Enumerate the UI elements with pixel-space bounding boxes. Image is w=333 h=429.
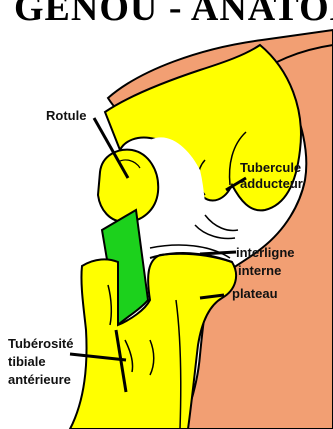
label-tubercule: Tubercule [240, 160, 301, 176]
label-plateau: plateau [232, 286, 278, 302]
label-adducteur: adducteur [240, 176, 303, 192]
label-anterieure: antérieure [8, 372, 71, 388]
label-tuberosite: Tubérosité [8, 336, 74, 352]
label-tibiale: tibiale [8, 354, 46, 370]
leader-line-interligne [200, 252, 236, 254]
label-interne: interne [238, 263, 281, 279]
label-interligne: interligne [236, 245, 295, 261]
label-rotule: Rotule [46, 108, 86, 124]
